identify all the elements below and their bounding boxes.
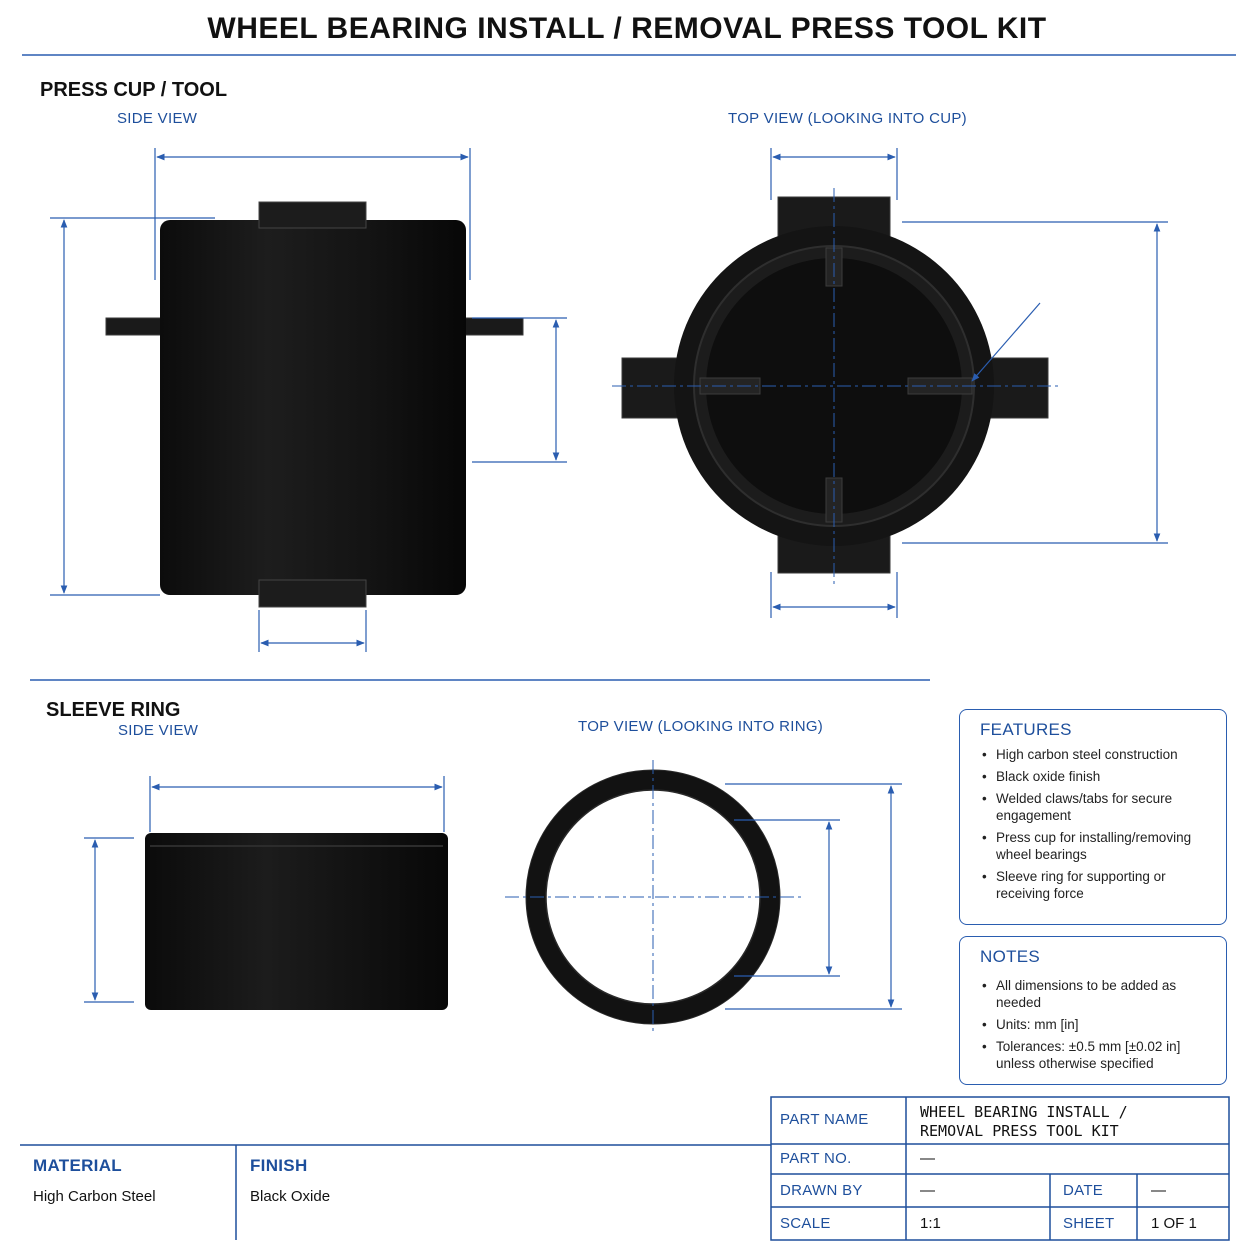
part-name-label: PART NAME [780, 1111, 869, 1128]
list-item: Sleeve ring for supporting or receiving … [980, 868, 1212, 902]
title-block-frame [20, 1096, 1230, 1241]
sleeve-ring-side-view-label: SIDE VIEW [118, 722, 199, 739]
list-item: All dimensions to be added as needed [980, 977, 1212, 1011]
list-item: Welded claws/tabs for secure engagement [980, 790, 1212, 824]
press-cup-top-view [621, 196, 1049, 574]
scale-label: SCALE [780, 1215, 831, 1232]
sleeve-ring-side-dimensions [84, 776, 445, 1003]
features-panel: FEATURES High carbon steel construction … [959, 709, 1227, 925]
press-cup-section-title: PRESS CUP / TOOL [40, 79, 228, 101]
sleeve-ring-top-centerlines [505, 760, 802, 1034]
press-cup-side-view [105, 201, 524, 608]
part-no-value: — [920, 1150, 935, 1167]
list-item: Black oxide finish [980, 768, 1212, 785]
left-tab [105, 317, 167, 336]
date-label: DATE [1063, 1182, 1104, 1199]
part-no-label: PART NO. [780, 1150, 852, 1167]
list-item: High carbon steel construction [980, 746, 1212, 763]
notes-list: All dimensions to be added as needed Uni… [980, 977, 1212, 1077]
finish-label: FINISH [250, 1156, 308, 1175]
drawn-by-value: — [920, 1182, 935, 1199]
drawn-by-label: DRAWN BY [780, 1182, 863, 1199]
part-name-line2: REMOVAL PRESS TOOL KIT [920, 1122, 1119, 1140]
bottom-claw [258, 579, 367, 608]
ring-body [145, 833, 448, 1010]
cup-interior [706, 258, 962, 514]
finish-value: Black Oxide [250, 1188, 331, 1205]
sleeve-ring-top-view-label: TOP VIEW (LOOKING INTO RING) [578, 718, 824, 735]
scale-value: 1:1 [920, 1215, 941, 1232]
list-item: Press cup for installing/removing wheel … [980, 829, 1212, 863]
notes-panel: NOTES All dimensions to be added as need… [959, 936, 1227, 1085]
sleeve-ring-side-view [145, 833, 448, 1010]
material-value: High Carbon Steel [33, 1188, 156, 1205]
cup-body [160, 220, 466, 595]
press-cup-top-dimensions [770, 148, 1168, 618]
press-cup-side-view-label: SIDE VIEW [117, 110, 198, 127]
date-value: — [1151, 1182, 1166, 1199]
press-cup-top-centerlines [612, 188, 1062, 585]
list-item: Units: mm [in] [980, 1016, 1212, 1033]
sleeve-ring-section-title: SLEEVE RING [46, 699, 181, 721]
sheet-label: SHEET [1063, 1215, 1115, 1232]
right-tab [456, 317, 524, 336]
features-heading: FEATURES [980, 720, 1072, 739]
sleeve-ring-top-dimensions [725, 783, 902, 1010]
press-cup-side-dimensions [50, 148, 567, 652]
features-list: High carbon steel construction Black oxi… [980, 746, 1212, 907]
notes-heading: NOTES [980, 947, 1041, 966]
sheet-value: 1 OF 1 [1151, 1215, 1197, 1232]
list-item: Tolerances: ±0.5 mm [±0.02 in] unless ot… [980, 1038, 1212, 1072]
top-claw [258, 201, 367, 229]
part-name-line1: WHEEL BEARING INSTALL / [920, 1103, 1128, 1121]
drawing-title: WHEEL BEARING INSTALL / REMOVAL PRESS TO… [207, 12, 1047, 45]
press-cup-top-view-label: TOP VIEW (LOOKING INTO CUP) [728, 110, 967, 127]
material-label: MATERIAL [33, 1156, 122, 1175]
